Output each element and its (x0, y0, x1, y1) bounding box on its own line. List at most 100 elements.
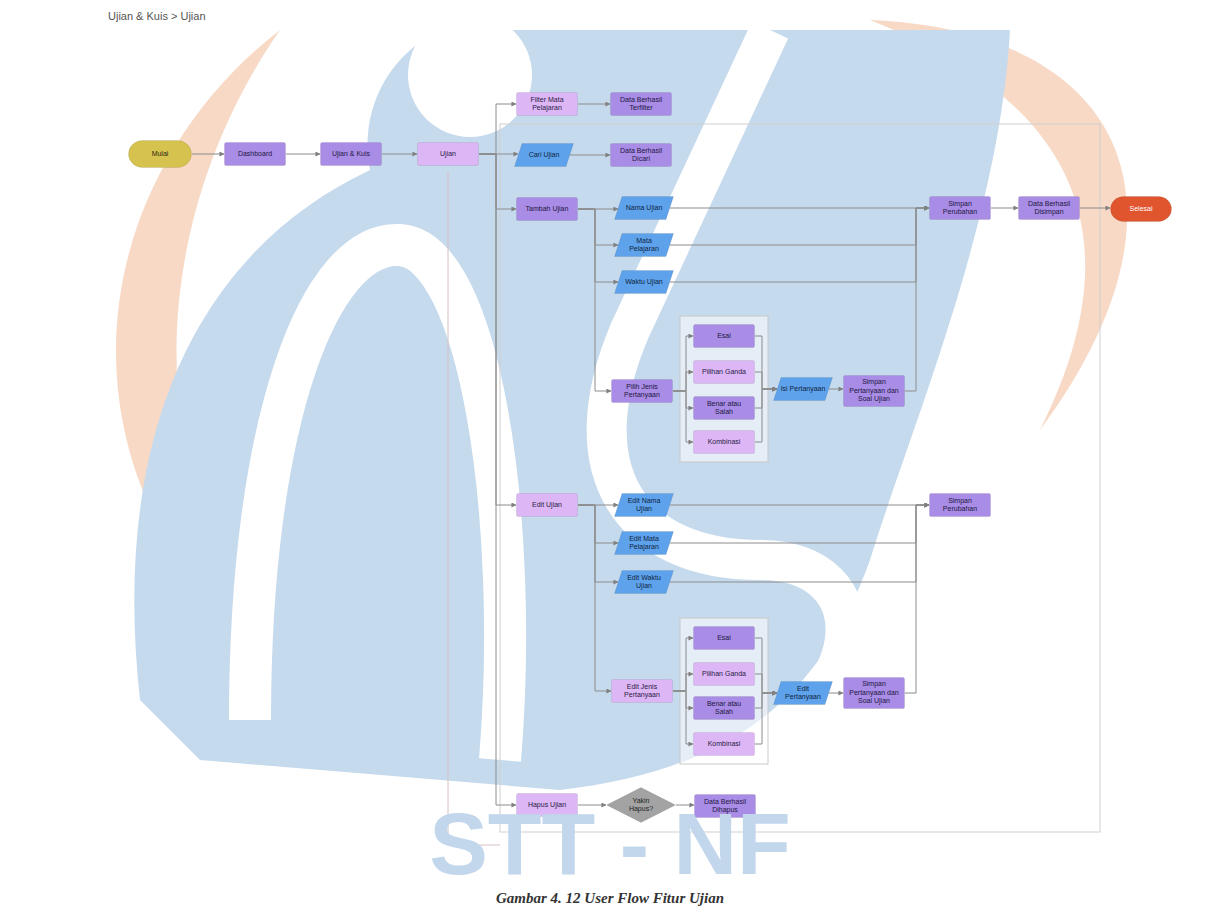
input-parallelogram: Edit Pertanyaan (773, 681, 833, 705)
input-parallelogram: Waktu Ujian (614, 270, 674, 294)
node-text: Simpan Perubahan (933, 200, 987, 217)
flow-connector (673, 691, 693, 744)
flow-connector (479, 154, 516, 209)
screen-box: Kombinasi (693, 732, 755, 756)
flow-connector (755, 336, 777, 389)
node-text: Pilihan Ganda (702, 368, 746, 377)
node-text: Mulai (152, 150, 169, 159)
node-outline (694, 697, 755, 720)
screen-box: Edit Ujian (516, 493, 578, 517)
watermark-ring (408, 13, 532, 137)
flow-connector (578, 104, 610, 105)
node-outline (694, 361, 755, 384)
option-group-frame (680, 618, 768, 764)
frame-line (448, 172, 500, 845)
screen-box: Filter Mata Pelajaran (516, 92, 578, 116)
flow-frame (500, 124, 1100, 832)
node-text: Pilihan Ganda (702, 670, 746, 679)
node-outline (615, 234, 674, 257)
node-outline (615, 271, 674, 294)
node-text: Edit Jenis Pertanyaan (615, 683, 669, 700)
flow-connector (578, 505, 618, 543)
flow-connector (578, 209, 618, 282)
node-text: Kombinasi (708, 438, 741, 447)
node-text: Kombinasi (708, 740, 741, 749)
screen-box: Ujian (417, 142, 479, 166)
node-outline (517, 494, 578, 517)
breadcrumb-title: Ujian & Kuis > Ujian (108, 10, 206, 22)
flow-connector (755, 372, 777, 389)
flow-connector (192, 154, 224, 155)
flow-connector (670, 505, 929, 543)
node-outline (418, 143, 479, 166)
flow-connector (673, 336, 693, 391)
node-text: Simpan Perubahan (933, 497, 987, 514)
node-text: Edit Pertanyaan (780, 685, 826, 702)
node-text: Simpan Pertanyaan dan Soal Ujian (847, 680, 901, 706)
flow-connector (673, 372, 693, 391)
screen-box: Kombinasi (693, 430, 755, 454)
flow-connector (479, 154, 516, 505)
screen-box: Pilihan Ganda (693, 360, 755, 384)
flow-connector (578, 505, 618, 582)
watermark-white-arch (250, 245, 505, 760)
flow-connector (905, 208, 929, 391)
node-outline (517, 198, 578, 221)
flow-connector (755, 638, 777, 693)
process-box: Pilih Jenis Pertanyaan (611, 379, 673, 403)
node-outline (615, 197, 674, 220)
flow-connector (670, 208, 929, 209)
flow-connector (578, 209, 611, 391)
flow-connector (673, 638, 693, 691)
node-outline (844, 376, 905, 407)
node-text: Data Berhasil Dicari (614, 147, 668, 164)
flow-connector (673, 691, 693, 708)
flow-connector (673, 674, 693, 691)
node-text: Selesai (1130, 205, 1153, 214)
flow-connector (286, 154, 320, 155)
flow-connector (673, 391, 693, 408)
process-box: Benar atau Salah (693, 396, 755, 420)
flow-connector (905, 505, 929, 693)
node-outline (694, 733, 755, 756)
process-box: Data Berhasil Dicari (610, 143, 672, 167)
flow-connector (670, 505, 929, 506)
node-text: Edit Mata Pelajaran (621, 535, 667, 552)
flow-connector (479, 104, 516, 154)
flow-connector (755, 693, 777, 708)
node-outline (1111, 197, 1172, 222)
input-parallelogram: Edit Waktu Ujian (614, 570, 674, 594)
flow-connector (755, 674, 777, 693)
flow-connector (570, 155, 610, 156)
node-text: Ujian (440, 150, 456, 159)
process-box: Data Berhasil Disimpan (1018, 196, 1080, 220)
process-box: Esai (693, 324, 755, 348)
flow-connector (479, 154, 516, 805)
process-box: Tambah Ujian (516, 197, 578, 221)
node-outline (694, 431, 755, 454)
watermark-blue-shape (134, 30, 1010, 790)
flow-connector (829, 389, 843, 390)
node-outline (694, 627, 755, 650)
node-text: Mata Pelajaran (621, 237, 667, 254)
flow-connector (670, 208, 929, 282)
flow-connector (829, 693, 843, 694)
flow-connector (578, 505, 611, 691)
process-box: Esai (693, 626, 755, 650)
node-text: Benar atau Salah (697, 700, 751, 717)
node-text: Edit Ujian (532, 501, 562, 510)
node-text: Pilih Jenis Pertanyaan (615, 383, 669, 400)
flow-connector (755, 693, 777, 744)
node-outline (930, 494, 991, 517)
process-box: Simpan Perubahan (929, 493, 991, 517)
process-box: Simpan Pertanyaan dan Soal Ujian (843, 375, 905, 407)
node-text: Benar atau Salah (697, 400, 751, 417)
input-parallelogram: Edit Nama Ujian (614, 493, 674, 517)
node-outline (612, 380, 673, 403)
node-text: Edit Nama Ujian (621, 497, 667, 514)
node-outline (612, 680, 673, 703)
node-outline (930, 197, 991, 220)
